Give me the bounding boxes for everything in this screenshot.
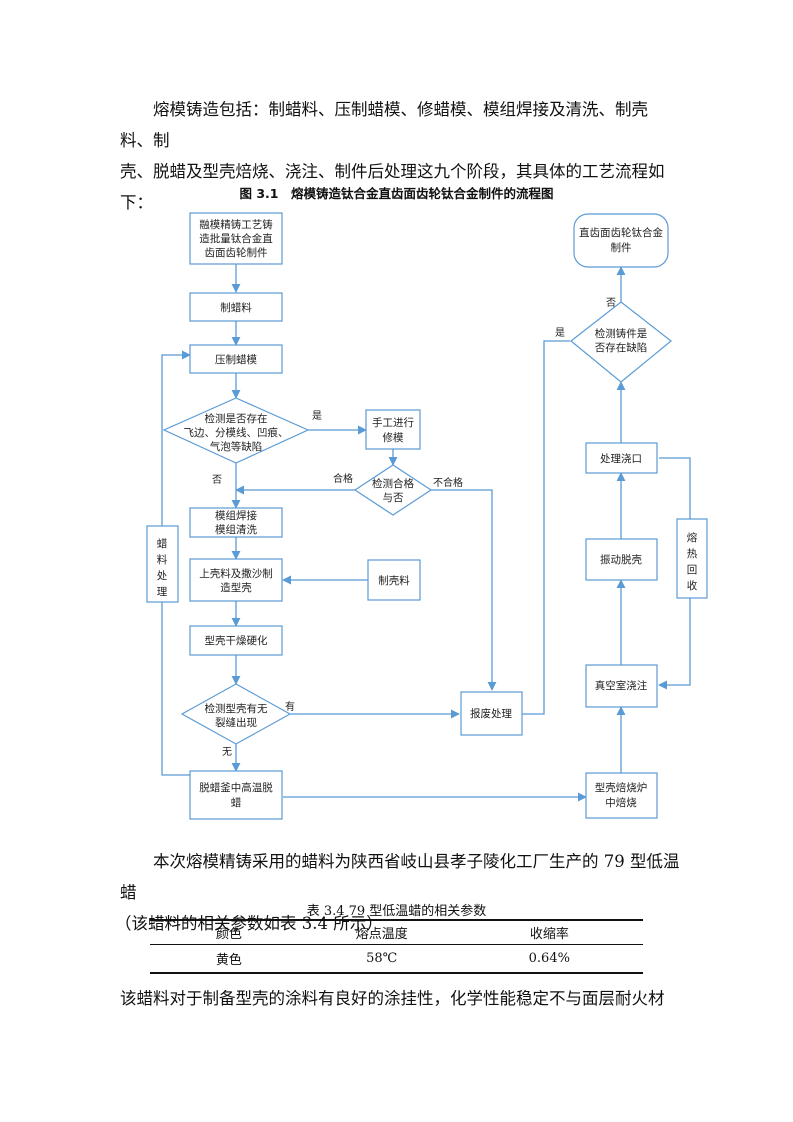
svg-text:热: 热 bbox=[687, 547, 698, 560]
svg-text:回: 回 bbox=[687, 564, 698, 576]
svg-text:手工进行: 手工进行 bbox=[372, 416, 414, 429]
label-fail: 不合格 bbox=[433, 476, 463, 489]
svg-text:蜡: 蜡 bbox=[157, 538, 168, 550]
svg-text:直齿面齿轮钛合金: 直齿面齿轮钛合金 bbox=[579, 226, 663, 239]
table-caption: 表 3.4 79 型低温蜡的相关参数 bbox=[306, 904, 487, 919]
weld-clean-box: 模组焊接 模组清洗 bbox=[189, 507, 283, 538]
svg-text:处理浇口: 处理浇口 bbox=[600, 452, 642, 465]
flow-labels: 是 否 合格 不合格 有 无 是 否 bbox=[212, 297, 616, 758]
intro-line-2: 壳、脱蜡及型壳焙烧、浇注、制件后处理这九个阶段，其具体的工艺流程如下： bbox=[120, 162, 665, 212]
svg-text:造批量钛合金直: 造批量钛合金直 bbox=[199, 232, 273, 245]
svg-text:压制蜡模: 压制蜡模 bbox=[215, 353, 257, 366]
start-box: 融模精铸工艺铸 造批量钛合金直 齿面齿轮制件 bbox=[189, 212, 283, 265]
figure-title: 图 3.1 熔模铸造钛合金直齿面齿轮钛合金制件的流程图 bbox=[239, 186, 554, 201]
press-wax-box: 压制蜡模 bbox=[189, 344, 283, 374]
svg-text:型壳干燥硬化: 型壳干燥硬化 bbox=[205, 634, 268, 647]
svg-text:模组焊接: 模组焊接 bbox=[215, 509, 257, 522]
svg-text:与否: 与否 bbox=[383, 492, 404, 504]
cell-color: 黄色 bbox=[150, 944, 308, 974]
melt-recovery-box: 熔 热 回 收 bbox=[676, 518, 708, 599]
svg-text:裂缝出现: 裂缝出现 bbox=[215, 716, 257, 729]
svg-text:收: 收 bbox=[687, 579, 698, 592]
svg-text:理: 理 bbox=[157, 586, 168, 598]
svg-text:中焙烧: 中焙烧 bbox=[605, 796, 637, 809]
header-shrinkage: 收缩率 bbox=[455, 919, 643, 945]
svg-text:检测铸件是: 检测铸件是 bbox=[595, 327, 648, 340]
cell-melting-point: 58℃ bbox=[307, 944, 456, 974]
svg-text:熔: 熔 bbox=[687, 531, 698, 544]
svg-text:上壳料及撒沙制: 上壳料及撒沙制 bbox=[199, 567, 273, 580]
vibrate-box: 振动脱壳 bbox=[585, 538, 658, 581]
intro-line-1: 熔模铸造包括：制蜡料、压制蜡模、修蜡模、模组焊接及清洗、制壳料、制 bbox=[120, 100, 648, 150]
cell-shrinkage: 0.64% bbox=[455, 944, 643, 974]
flow-connectors bbox=[161, 264, 691, 802]
manual-fix-box: 手工进行 修模 bbox=[365, 409, 421, 450]
scrap-box: 报废处理 bbox=[460, 691, 523, 736]
table-header-row: 颜色 熔点温度 收缩率 bbox=[150, 919, 643, 945]
shell-coat-box: 上壳料及撒沙制 造型壳 bbox=[189, 558, 283, 602]
dewax-box: 脱蜡釜中高温脱 蜡 bbox=[189, 770, 283, 820]
svg-text:检测是否存在: 检测是否存在 bbox=[205, 412, 268, 425]
svg-text:振动脱壳: 振动脱壳 bbox=[600, 553, 642, 566]
svg-text:料: 料 bbox=[157, 553, 168, 566]
svg-text:报废处理: 报废处理 bbox=[470, 707, 512, 720]
check-crack-diamond: 检测型壳有无 裂缝出现 bbox=[180, 683, 292, 745]
header-melting-point: 熔点温度 bbox=[307, 919, 456, 945]
final-product-box: 直齿面齿轮钛合金 制件 bbox=[573, 213, 669, 268]
svg-text:修模: 修模 bbox=[383, 431, 404, 444]
svg-text:气泡等缺陷: 气泡等缺陷 bbox=[210, 440, 263, 453]
svg-text:制壳料: 制壳料 bbox=[378, 574, 410, 587]
svg-text:型壳焙烧炉: 型壳焙烧炉 bbox=[595, 781, 648, 794]
svg-text:检测型壳有无: 检测型壳有无 bbox=[205, 702, 268, 715]
parameter-table: 颜色 熔点温度 收缩率 黄色 58℃ 0.64% bbox=[150, 919, 643, 974]
label-none: 无 bbox=[222, 747, 232, 758]
intro-paragraph: 熔模铸造包括：制蜡料、压制蜡模、修蜡模、模组焊接及清洗、制壳料、制 壳、脱蜡及型… bbox=[120, 94, 680, 218]
table-row: 黄色 58℃ 0.64% bbox=[150, 944, 643, 974]
svg-text:蜡: 蜡 bbox=[231, 797, 242, 809]
svg-text:飞边、分模线、凹痕、: 飞边、分模线、凹痕、 bbox=[184, 426, 289, 439]
svg-text:脱蜡釜中高温脱: 脱蜡釜中高温脱 bbox=[199, 781, 273, 794]
svg-text:造型壳: 造型壳 bbox=[220, 581, 252, 594]
svg-text:真空室浇注: 真空室浇注 bbox=[595, 679, 648, 692]
gate-box: 处理浇口 bbox=[585, 442, 658, 474]
body-line-1: 本次熔模精铸采用的蜡料为陕西省岐山县孝子陵化工厂生产的 79 型低温蜡 bbox=[120, 852, 680, 902]
svg-text:否存在缺陷: 否存在缺陷 bbox=[595, 341, 648, 354]
svg-text:制蜡料: 制蜡料 bbox=[220, 301, 252, 314]
dry-harden-box: 型壳干燥硬化 bbox=[189, 625, 283, 656]
label-pass: 合格 bbox=[333, 472, 353, 485]
make-wax-box: 制蜡料 bbox=[189, 292, 283, 322]
flowchart: 融模精铸工艺铸 造批量钛合金直 齿面齿轮制件 制蜡料 压制蜡模 检测是否存在 飞… bbox=[146, 212, 708, 820]
svg-text:融模精铸工艺铸: 融模精铸工艺铸 bbox=[199, 218, 273, 231]
check-wax-defect-diamond: 检测是否存在 飞边、分模线、凹痕、 气泡等缺陷 bbox=[162, 397, 310, 464]
label-yes-2: 是 bbox=[555, 327, 565, 339]
check-pass-diamond: 检测合格 与否 bbox=[353, 464, 433, 516]
vacuum-pour-box: 真空室浇注 bbox=[585, 664, 658, 708]
label-has: 有 bbox=[285, 700, 295, 713]
svg-text:模组清洗: 模组清洗 bbox=[215, 523, 257, 536]
label-no-1: 否 bbox=[212, 474, 222, 486]
svg-text:齿面齿轮制件: 齿面齿轮制件 bbox=[205, 246, 268, 259]
svg-text:检测合格: 检测合格 bbox=[372, 477, 414, 490]
wax-recovery-box: 蜡 料 处 理 bbox=[146, 525, 179, 603]
label-no-2: 否 bbox=[606, 297, 616, 309]
svg-text:处: 处 bbox=[157, 570, 168, 582]
make-shell-material-box: 制壳料 bbox=[367, 559, 421, 601]
check-casting-defect-diamond: 检测铸件是 否存在缺陷 bbox=[570, 301, 672, 383]
closing-line: 该蜡料对于制备型壳的涂料有良好的涂挂性，化学性能稳定不与面层耐火材 bbox=[120, 989, 665, 1008]
svg-text:制件: 制件 bbox=[611, 241, 632, 254]
label-yes-1: 是 bbox=[312, 410, 322, 422]
roast-box: 型壳焙烧炉 中焙烧 bbox=[585, 772, 658, 819]
closing-paragraph: 该蜡料对于制备型壳的涂料有良好的涂挂性，化学性能稳定不与面层耐火材 bbox=[120, 983, 680, 1014]
header-color: 颜色 bbox=[150, 919, 308, 945]
